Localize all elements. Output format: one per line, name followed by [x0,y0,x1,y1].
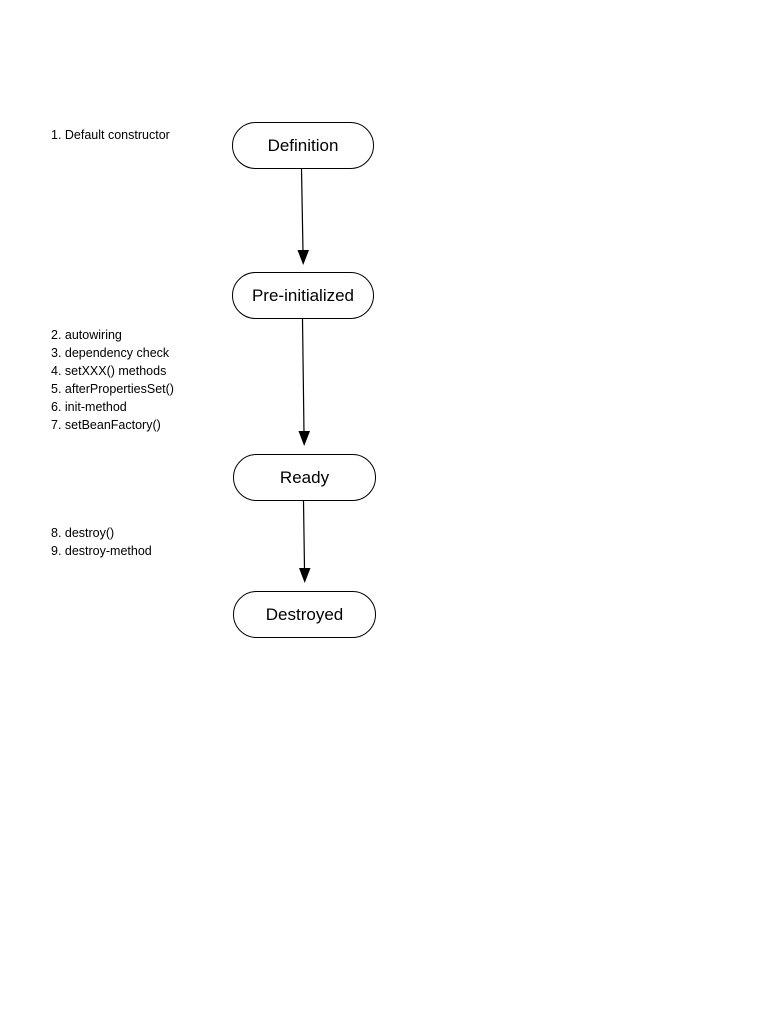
annotation-default-constructor: 1. Default constructor [51,126,170,144]
down-arrow-icon [298,431,310,446]
annotation-line: 2. autowiring [51,328,122,342]
node-ready-label: Ready [279,468,330,487]
annotation-line: 1. Default constructor [51,128,170,142]
annotation-line: 6. init-method [51,400,127,414]
annotation-line: 8. destroy() [51,526,115,540]
edge-2 [298,318,310,446]
node-definition[interactable]: Definition [232,122,374,169]
annotation-line: 9. destroy-method [51,544,152,558]
node-definition-label: Definition [267,136,339,155]
annotation-initialization-steps: 2. autowiring 3. dependency check 4. set… [51,326,174,434]
annotation-line: 7. setBeanFactory() [51,418,161,432]
annotation-line: 5. afterPropertiesSet() [51,382,174,396]
edge-3 [299,500,311,583]
node-destroyed[interactable]: Destroyed [233,591,376,638]
down-arrow-icon [299,568,311,583]
annotation-line: 4. setXXX() methods [51,364,167,378]
node-ready[interactable]: Ready [233,454,376,501]
node-pre-initialized[interactable]: Pre-initialized [232,272,374,319]
annotation-destruction-steps: 8. destroy() 9. destroy-method [51,524,152,560]
annotation-line: 3. dependency check [51,346,170,360]
down-arrow-icon [297,250,309,265]
node-pre-initialized-label: Pre-initialized [251,286,355,305]
node-destroyed-label: Destroyed [265,605,344,624]
edge-1 [297,168,309,265]
